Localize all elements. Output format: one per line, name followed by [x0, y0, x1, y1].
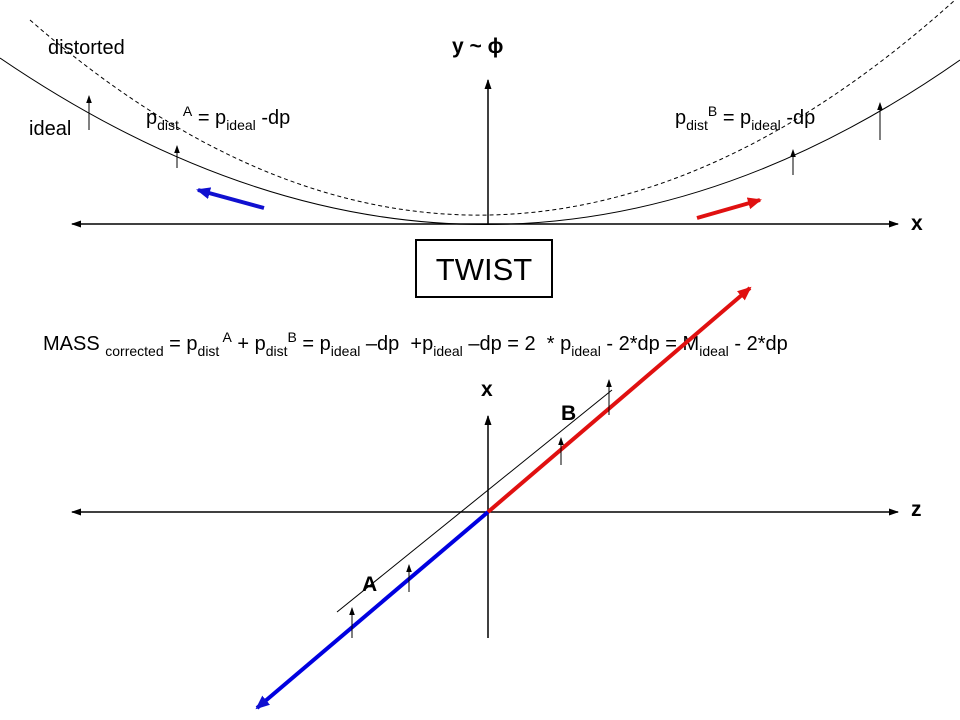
- top-x-axis-label: x: [911, 212, 923, 235]
- bottom-x-axis-label: x: [481, 378, 493, 401]
- mf-s6: ideal: [571, 343, 601, 359]
- point-a-label: A: [362, 573, 377, 596]
- ideal-label: ideal: [29, 118, 71, 140]
- right-direction-arrow: [696, 197, 762, 220]
- ideal-curve: [0, 57, 960, 225]
- mf-s3: dist: [266, 343, 288, 359]
- formula-b-rest: -dp: [781, 107, 815, 129]
- mf-t1: MASS: [43, 333, 105, 355]
- mf-t3: + p: [232, 333, 266, 355]
- formula-b-p: p: [675, 107, 686, 129]
- mass-formula: MASS corrected = pdist A + pdistB = pide…: [43, 329, 788, 359]
- line-b: [486, 286, 752, 514]
- formula-a-dist: dist: [157, 117, 179, 133]
- formula-b-dist: dist: [686, 117, 708, 133]
- mf-t8: - 2*dp: [729, 333, 788, 355]
- mf-s1: corrected: [105, 343, 163, 359]
- top-y-axis-label: y ~ ϕ: [452, 35, 503, 58]
- tangent-line: [336, 389, 613, 613]
- twist-box: [415, 239, 553, 298]
- mf-t6: –dp = 2 * p: [463, 333, 571, 355]
- line-a: [255, 510, 490, 710]
- formula-a-eq: = p: [192, 107, 226, 129]
- mf-s5: ideal: [433, 343, 463, 359]
- distorted-label: distorted: [48, 37, 125, 59]
- distorted-curve: [29, 0, 956, 216]
- mf-t7: - 2*dp = M: [601, 333, 699, 355]
- formula-b-ideal: ideal: [751, 117, 781, 133]
- mf-t5: –dp +p: [360, 333, 433, 355]
- mf-s7: ideal: [699, 343, 729, 359]
- formula-b-sup: B: [708, 103, 717, 119]
- mf-sup2: B: [288, 329, 297, 345]
- left-direction-arrow: [196, 187, 265, 210]
- formula-b: pdistB = pideal -dp: [675, 103, 815, 133]
- point-b-label: B: [561, 402, 576, 425]
- bottom-z-axis-label: z: [911, 498, 922, 521]
- formula-a-sup: A: [183, 103, 193, 119]
- formula-b-eq: = p: [717, 107, 751, 129]
- formula-a-p: p: [146, 107, 157, 129]
- formula-a: pdistA = pideal -dp: [146, 103, 290, 133]
- formula-a-ideal: ideal: [226, 117, 256, 133]
- mf-s2: dist: [198, 343, 223, 359]
- twist-label: TWIST: [436, 252, 532, 287]
- formula-a-rest: -dp: [256, 107, 290, 129]
- mf-t2: = p: [164, 333, 198, 355]
- mf-sup1: A: [222, 329, 232, 345]
- mf-s4: ideal: [331, 343, 361, 359]
- mf-t4: = p: [297, 333, 331, 355]
